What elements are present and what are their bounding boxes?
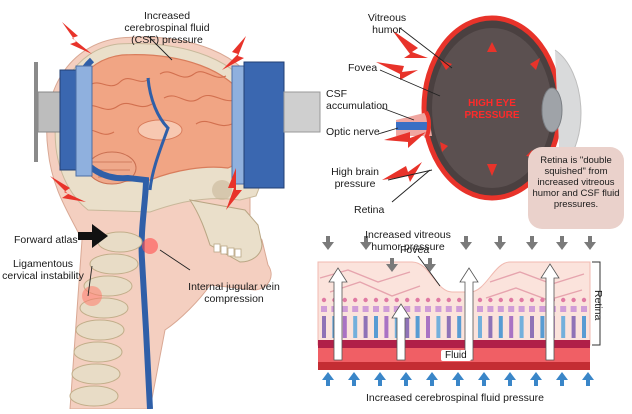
up-arrow — [348, 372, 360, 386]
up-arrow — [478, 372, 490, 386]
label-optic-nerve: Optic nerve — [326, 126, 380, 138]
label-forward-atlas: Forward atlas — [14, 234, 78, 246]
head-illustration — [34, 22, 320, 409]
up-arrow — [530, 372, 542, 386]
csf-pressure-arrows — [322, 372, 594, 386]
label-retina-side: Retina — [592, 290, 604, 320]
label-csf-accumulation: CSF accumulation — [326, 88, 396, 112]
label-high-brain-pressure: High brain pressure — [326, 166, 384, 190]
label-fovea-eye: Fovea — [348, 62, 377, 74]
label-high-eye-pressure: HIGH EYE PRESSURE — [450, 98, 534, 122]
up-arrow — [504, 372, 516, 386]
up-arrow — [556, 372, 568, 386]
label-fovea-retina: Fovea — [400, 244, 429, 256]
down-arrow — [494, 236, 506, 250]
down-arrow — [526, 236, 538, 250]
label-retina-eye: Retina — [354, 204, 384, 216]
retina-section — [318, 236, 600, 386]
up-arrow — [400, 372, 412, 386]
down-arrow — [584, 236, 596, 250]
label-increased-csf-bottom: Increased cerebrospinal fluid pressure — [330, 392, 580, 404]
label-internal-jugular: Internal jugular vein compression — [186, 281, 282, 305]
up-arrow — [322, 372, 334, 386]
up-arrow — [426, 372, 438, 386]
up-arrow — [582, 372, 594, 386]
label-ligamentous-instability: Ligamentous cervical instability — [2, 258, 84, 282]
callout-text: Retina is "double squished" from increas… — [530, 155, 622, 210]
up-arrow — [374, 372, 386, 386]
label-vitreous-humor: Vitreous humor — [362, 12, 412, 36]
up-arrow — [452, 372, 464, 386]
label-fluid: Fluid — [441, 350, 471, 361]
down-arrow — [556, 236, 568, 250]
down-arrow — [322, 236, 334, 250]
label-csf-pressure: Increased cerebrospinal fluid (CSF) pres… — [112, 10, 222, 46]
